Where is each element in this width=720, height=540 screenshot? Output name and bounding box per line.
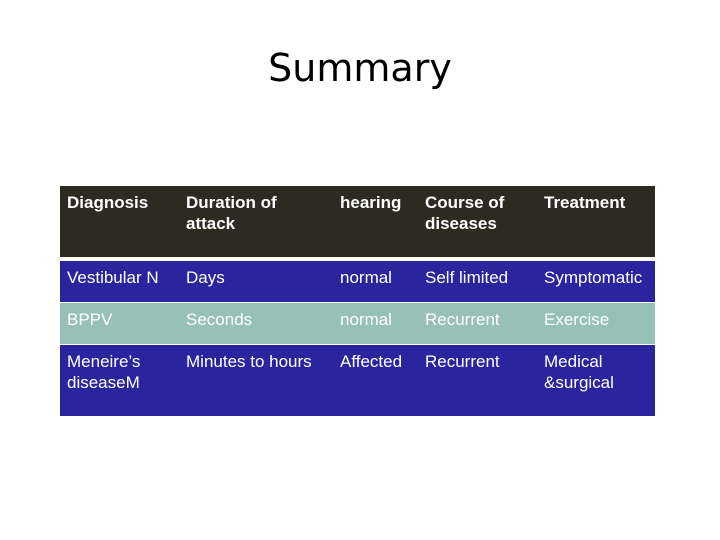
table-row: BPPV Seconds normal Recurrent Exercise (60, 302, 655, 345)
table-cell: Days (179, 261, 333, 303)
table-cell: Minutes to hours (179, 344, 333, 416)
header-diagnosis: Diagnosis (60, 186, 179, 259)
table-cell: Recurrent (418, 302, 537, 345)
table-cell: Vestibular N (60, 261, 179, 303)
table-cell: Medical&surgical (537, 344, 655, 416)
table-cell: Exercise (537, 302, 655, 345)
table-cell: normal (333, 302, 418, 345)
table-cell: normal (333, 261, 418, 303)
table-cell: Self limited (418, 261, 537, 303)
table-row: Vestibular N Days normal Self limited Sy… (60, 261, 655, 303)
header-hearing: hearing (333, 186, 418, 259)
table-cell: Symptomatic (537, 261, 655, 303)
table-cell: Recurrent (418, 344, 537, 416)
table-cell: Seconds (179, 302, 333, 345)
table-cell: BPPV (60, 302, 179, 345)
table-cell: Affected (333, 344, 418, 416)
slide-title: Summary (268, 46, 452, 90)
header-treatment: Treatment (537, 186, 655, 259)
